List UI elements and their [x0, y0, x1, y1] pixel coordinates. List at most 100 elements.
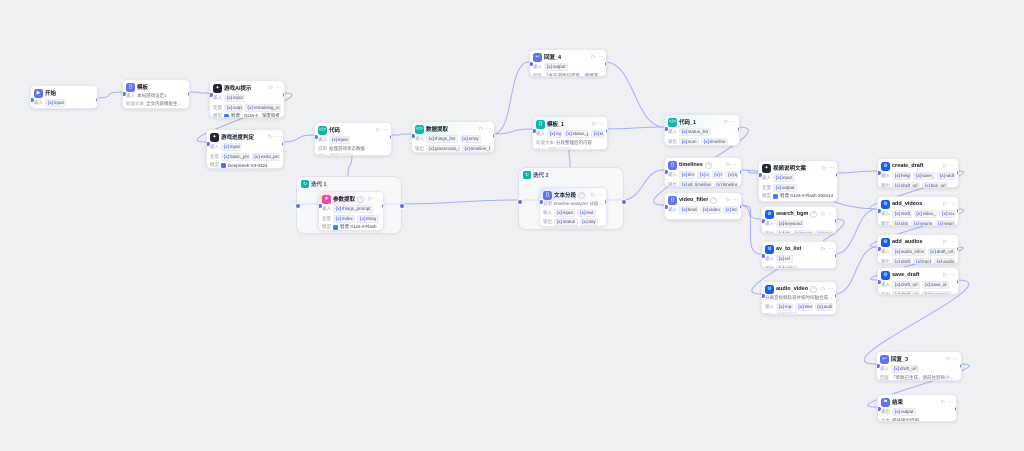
input-port[interactable]	[123, 90, 127, 97]
input-port[interactable]	[878, 405, 882, 412]
variable-tag[interactable]: {x}data	[776, 229, 791, 233]
variable-tag[interactable]: {x}draft_url	[892, 281, 921, 289]
variable-tag[interactable]: {x}remaining_context	[244, 103, 281, 112]
run-icon[interactable]: ▷	[726, 197, 731, 203]
more-menu-icon[interactable]: ⋯	[733, 197, 738, 203]
variable-tag[interactable]: {x}timeline	[701, 137, 729, 145]
input-port[interactable]	[878, 245, 882, 252]
more-menu-icon[interactable]: ⋯	[599, 121, 604, 127]
variable-tag[interactable]: {x}video_infos	[913, 210, 938, 218]
more-menu-icon[interactable]: ⋯	[829, 165, 834, 171]
variable-tag[interactable]: {x}keys	[722, 206, 738, 214]
more-menu-icon[interactable]: ⋯	[828, 286, 833, 292]
variable-tag[interactable]: {x}save_id	[922, 281, 950, 289]
output-port[interactable]	[833, 252, 836, 259]
variable-tag[interactable]: {x}status	[554, 218, 578, 226]
variable-tag[interactable]: {x}draft_url	[892, 181, 921, 187]
run-icon[interactable]: ▷	[943, 163, 948, 169]
output-port[interactable]	[955, 278, 958, 285]
node-n12[interactable]: {}timelines?▷⋯输入{x}timeline{x}cost{x}tex…	[664, 157, 742, 187]
variable-tag[interactable]: {x}source	[815, 229, 833, 233]
run-icon[interactable]: ▷	[726, 162, 731, 168]
variable-tag[interactable]: {x}all_timelines	[679, 180, 712, 186]
output-port[interactable]	[955, 169, 958, 176]
input-port[interactable]	[878, 169, 882, 176]
node-n18[interactable]: ⚙create_draft▷⋯输入{x}height{x}save_id{x}w…	[877, 158, 959, 188]
node-n13[interactable]: {}video_filter?▷⋯输入{x}timeline{x}video_u…	[664, 192, 742, 220]
variable-tag[interactable]: {x}save_id	[913, 172, 936, 180]
output-port[interactable]	[833, 217, 836, 224]
variable-tag[interactable]: {x}input	[547, 130, 562, 138]
more-menu-icon[interactable]: ⋯	[275, 134, 280, 140]
variable-tag[interactable]: {x}things_list	[426, 135, 458, 143]
variable-tag[interactable]: {x}type	[725, 171, 739, 179]
input-port[interactable]	[207, 140, 211, 147]
run-icon[interactable]: ▷	[376, 127, 381, 133]
variable-tag[interactable]: {x}mp4_url	[776, 302, 794, 311]
run-icon[interactable]: ▷	[821, 246, 826, 252]
more-menu-icon[interactable]: ⋯	[598, 54, 603, 60]
variable-tag[interactable]: {x}input	[554, 208, 576, 217]
variable-tag[interactable]: {x}timeline_list	[461, 144, 491, 152]
variable-tag[interactable]: {x}input	[773, 174, 795, 182]
output-port[interactable]	[380, 202, 383, 209]
more-menu-icon[interactable]: ⋯	[733, 162, 738, 168]
run-icon[interactable]: ▷	[946, 356, 951, 362]
output-port[interactable]	[953, 405, 956, 412]
output-port[interactable]	[603, 60, 606, 67]
more-menu-icon[interactable]: ⋯	[828, 211, 833, 217]
node-n19[interactable]: ⚙add_videos▷⋯输入{x}draft_url{x}video_info…	[877, 196, 959, 226]
output-port[interactable]	[388, 133, 391, 140]
output-port[interactable]	[604, 127, 607, 134]
variable-tag[interactable]: {x}array	[459, 135, 482, 143]
variable-tag[interactable]: {x}text	[590, 130, 604, 138]
run-icon[interactable]: ▷	[821, 211, 826, 217]
help-icon[interactable]: ?	[810, 285, 818, 293]
variable-tag[interactable]: {x}input	[45, 99, 67, 107]
input-port[interactable]	[294, 202, 301, 209]
input-port[interactable]	[759, 171, 763, 178]
variable-tag[interactable]: {x}basic_prompt	[221, 152, 250, 161]
variable-tag[interactable]: {x}status_list	[679, 128, 711, 136]
help-icon[interactable]: ?	[704, 161, 712, 169]
run-icon[interactable]: ▷	[943, 239, 948, 245]
variable-tag[interactable]: {x}message	[922, 290, 952, 294]
run-icon[interactable]: ▷	[268, 134, 273, 140]
input-port[interactable]	[540, 198, 544, 205]
variable-tag[interactable]: {x}things_prompt	[333, 205, 374, 213]
variable-tag[interactable]: {x}output	[224, 103, 243, 112]
input-port[interactable]	[878, 278, 882, 285]
input-port[interactable]	[762, 252, 766, 259]
output-port[interactable]	[186, 90, 189, 97]
more-menu-icon[interactable]: ⋯	[950, 272, 955, 278]
variable-tag[interactable]: {x}width	[937, 172, 955, 180]
output-port[interactable]	[834, 171, 837, 178]
variable-tag[interactable]: {x}timeline	[679, 206, 699, 214]
help-icon[interactable]: ?	[710, 196, 718, 204]
more-menu-icon[interactable]: ⋯	[276, 85, 281, 91]
run-icon[interactable]: ▷	[479, 126, 484, 132]
input-port[interactable]	[533, 127, 537, 134]
variable-tag[interactable]: {x}audio_ids	[934, 257, 955, 263]
variable-tag[interactable]: {x}draft_url	[892, 210, 912, 218]
run-icon[interactable]: ▷	[943, 272, 948, 278]
output-port[interactable]	[280, 140, 283, 147]
more-menu-icon[interactable]: ⋯	[486, 126, 491, 132]
input-port[interactable]	[412, 132, 416, 139]
more-menu-icon[interactable]: ⋯	[950, 201, 955, 207]
input-port[interactable]	[516, 198, 523, 205]
run-icon[interactable]: ▷	[821, 286, 826, 292]
variable-tag[interactable]: {x}grassroots_obj	[426, 144, 460, 152]
more-menu-icon[interactable]: ⋯	[598, 192, 603, 198]
variable-tag[interactable]: {x}output	[544, 63, 569, 71]
variable-tag[interactable]: {x}video	[776, 264, 799, 268]
node-n4[interactable]: ✦游戏进度判定▷⋯输入{x}input变量{x}basic_prompt{x}e…	[206, 129, 284, 169]
input-port[interactable]	[319, 202, 323, 209]
